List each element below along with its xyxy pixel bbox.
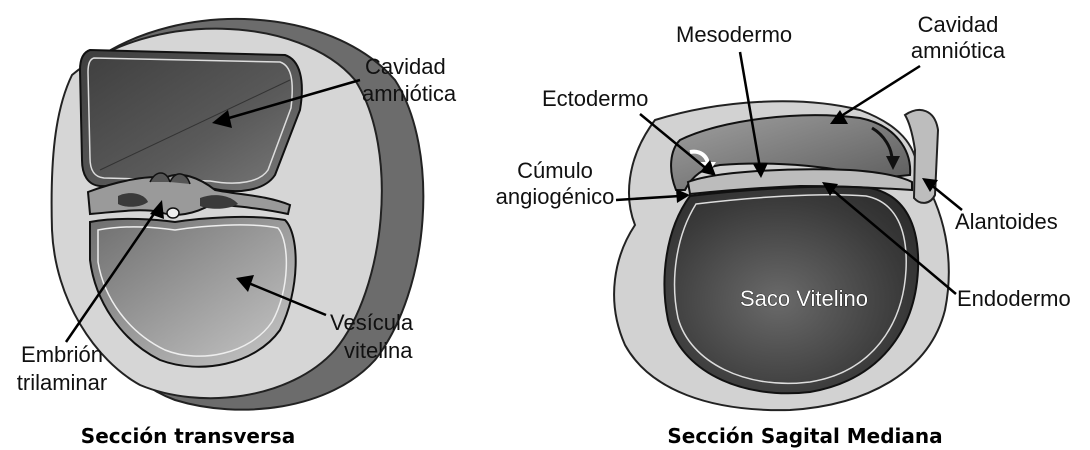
label-saco-vitelino: Saco Vitelino: [740, 286, 868, 311]
transverse-section: Cavidad amniótica Vesícula vitelina Embr…: [17, 19, 457, 448]
label-embrion-2: trilaminar: [17, 370, 107, 395]
notochord: [167, 208, 179, 218]
label-mesodermo: Mesodermo: [676, 22, 792, 47]
arrow-amniotic-right: [838, 66, 920, 118]
sagittal-section: Mesodermo Cavidad amniótica Ectodermo Cú…: [496, 12, 1071, 448]
caption-left: Sección transversa: [81, 424, 295, 448]
label-vesicula-2: vitelina: [344, 338, 413, 363]
label-cavidad-amniotica-right-1: Cavidad: [918, 12, 999, 37]
label-cumulo-2: angiogénico: [496, 184, 615, 209]
label-alantoides: Alantoides: [955, 209, 1058, 234]
label-endodermo: Endodermo: [957, 286, 1071, 311]
caption-right: Sección Sagital Mediana: [667, 424, 942, 448]
label-cavidad-amniotica-left-1: Cavidad: [365, 54, 446, 79]
label-vesicula-1: Vesícula: [330, 310, 414, 335]
label-cavidad-amniotica-left-2: amniótica: [362, 81, 457, 106]
label-ectodermo: Ectodermo: [542, 86, 648, 111]
label-cumulo-1: Cúmulo: [517, 158, 593, 183]
label-cavidad-amniotica-right-2: amniótica: [911, 38, 1006, 63]
label-embrion-1: Embrión: [21, 342, 103, 367]
